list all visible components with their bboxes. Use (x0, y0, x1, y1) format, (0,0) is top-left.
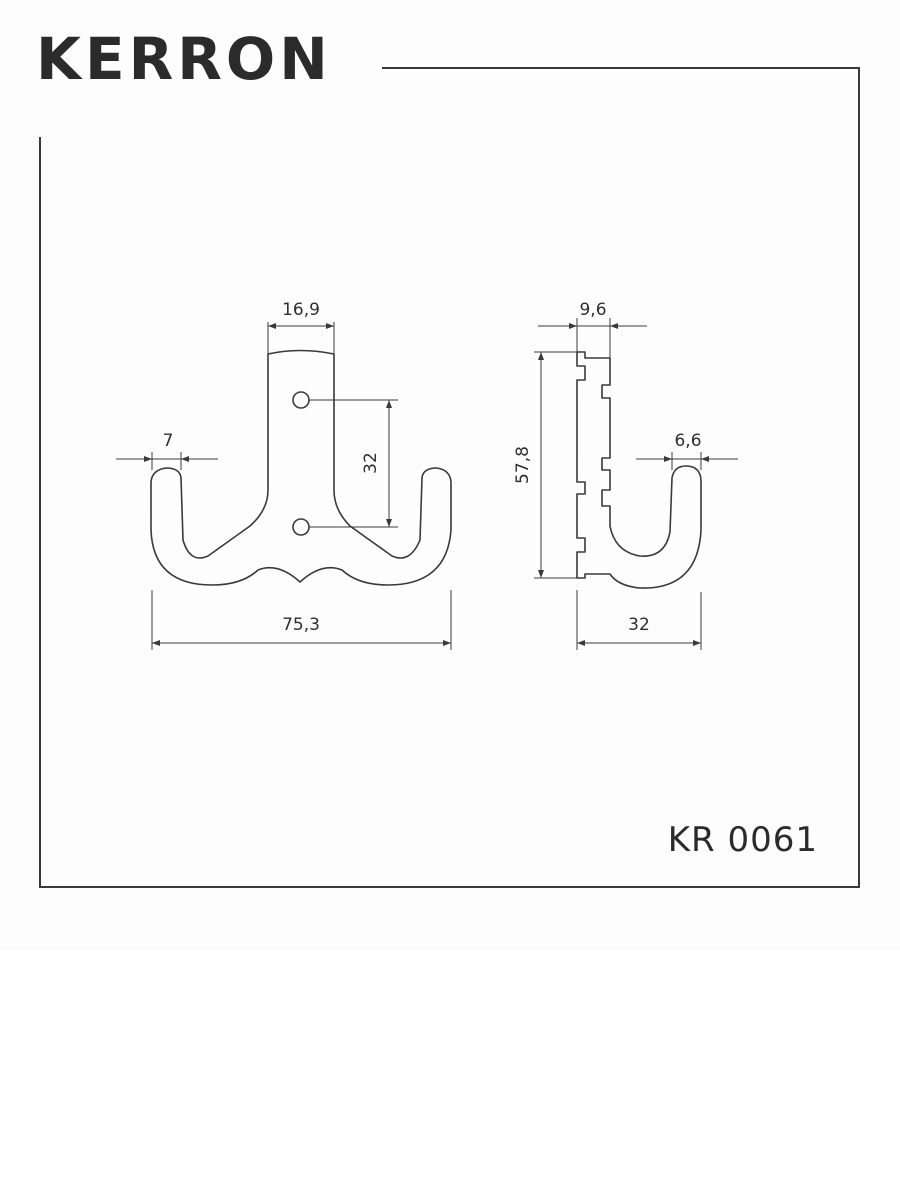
dim-overall-width-label: 75,3 (282, 615, 320, 635)
side-view-hook (576, 351, 702, 589)
dim-front-hook-thickness-label: 7 (163, 431, 174, 451)
front-mount-hole-top (292, 391, 310, 409)
frame-border-left (39, 137, 41, 888)
dim-projection-label: 32 (628, 615, 650, 635)
dim-side-hook-thickness-label: 6,6 (674, 431, 701, 451)
dim-height-label: 57,8 (513, 446, 533, 484)
dim-plate-width-label: 16,9 (282, 300, 320, 320)
front-mount-hole-bottom (292, 518, 310, 536)
frame-border-bottom (39, 886, 860, 888)
front-view-hook (150, 349, 452, 586)
model-code: KR 0061 (667, 820, 818, 860)
dimension-arrows (144, 323, 709, 646)
frame-border-right (858, 67, 860, 887)
brand-logo: KERRON (36, 25, 332, 93)
frame-border-top (382, 67, 860, 69)
dim-hole-spacing-label: 32 (361, 452, 381, 474)
drawing-sheet (0, 0, 900, 950)
technical-drawing: 16,9 32 7 75,3 9,6 57,8 6,6 32 (116, 300, 738, 650)
dim-plate-depth-label: 9,6 (579, 300, 606, 320)
dimension-lines (116, 318, 738, 650)
